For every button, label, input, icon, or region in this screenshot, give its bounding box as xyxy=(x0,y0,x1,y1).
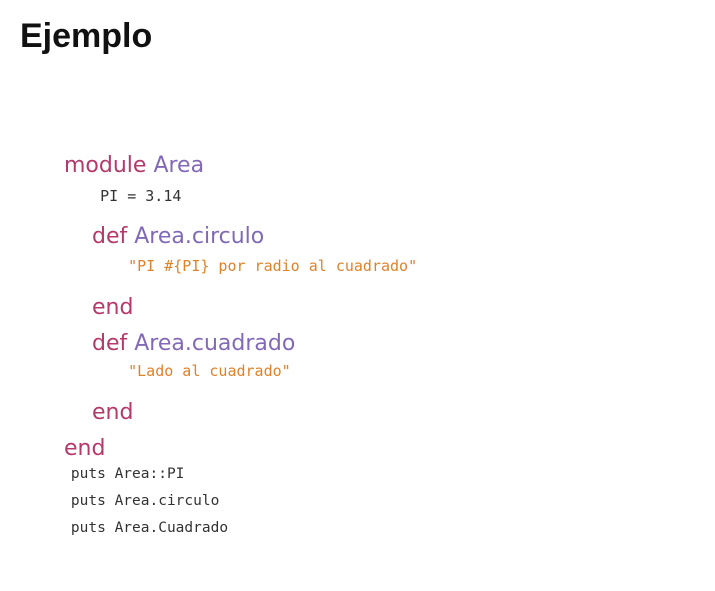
code-line-puts-cuadrado: puts Area.Cuadrado xyxy=(36,506,228,550)
string-literal-cuadrado: "Lado al cuadrado" xyxy=(128,362,291,380)
code-line-string-circulo: "PI #{PI} por radio al cuadrado" xyxy=(92,244,417,289)
keyword-end: end xyxy=(91,295,134,320)
keyword-def: def xyxy=(91,331,128,356)
slide-title: Ejemplo xyxy=(20,17,153,55)
puts-statement-pi: puts Area::PI xyxy=(70,465,185,482)
code-line-puts-circulo: puts Area.circulo xyxy=(36,479,219,523)
code-line-end-module: end xyxy=(36,416,105,482)
code-line-end-cuadrado: end xyxy=(64,380,133,446)
keyword-end: end xyxy=(63,436,106,461)
puts-statement-circulo: puts Area.circulo xyxy=(70,492,220,509)
code-line-def-circulo: def Area.circulo xyxy=(64,204,264,270)
method-name-circulo: Area.circulo xyxy=(134,224,265,249)
code-line-module: module Area xyxy=(36,133,204,199)
constant-assignment: PI = 3.14 xyxy=(100,187,182,205)
code-line-string-cuadrado: "Lado al cuadrado" xyxy=(92,349,291,394)
keyword-def: def xyxy=(91,224,128,249)
puts-statement-cuadrado: puts Area.Cuadrado xyxy=(70,519,229,536)
string-literal-circulo: "PI #{PI} por radio al cuadrado" xyxy=(128,257,418,275)
keyword-end: end xyxy=(91,400,134,425)
method-name-cuadrado: Area.cuadrado xyxy=(134,331,296,356)
code-line-def-cuadrado: def Area.cuadrado xyxy=(64,311,295,377)
code-line-constant: PI = 3.14 xyxy=(64,174,181,219)
code-line-puts-pi: puts Area::PI xyxy=(36,452,185,496)
code-line-end-circulo: end xyxy=(64,275,133,341)
module-name: Area xyxy=(153,153,205,178)
keyword-module: module xyxy=(63,153,147,178)
